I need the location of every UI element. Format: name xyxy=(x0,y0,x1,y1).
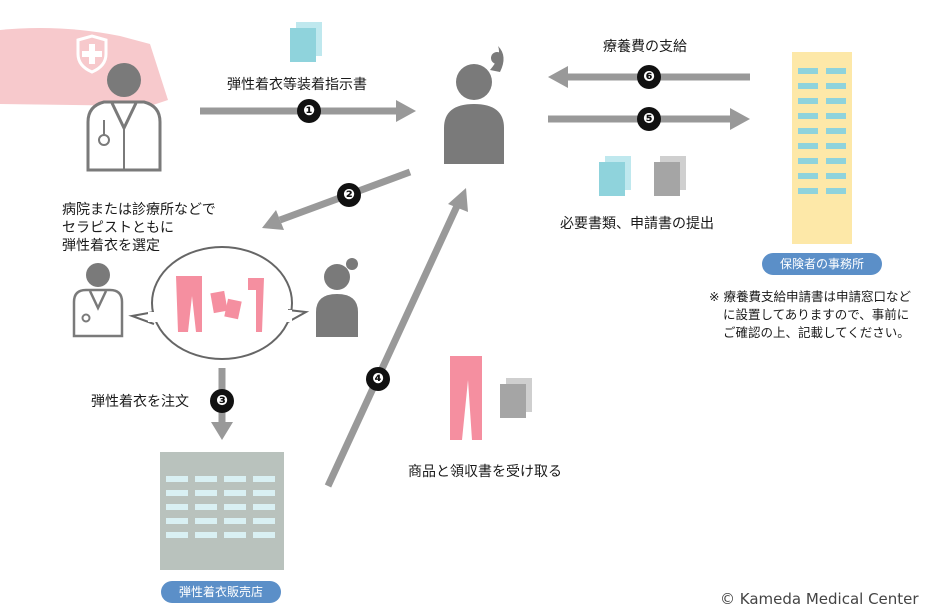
step-5-marker: ❺ xyxy=(637,107,661,131)
shop-building xyxy=(160,452,284,570)
doctor-small-icon xyxy=(72,263,124,338)
select-label-line1: 病院または診療所などで xyxy=(62,202,216,218)
receive-label: 商品と領収書を受け取る xyxy=(408,464,562,480)
document-teal-icon xyxy=(290,22,322,62)
note-line3: ご確認の上、記載してください。 xyxy=(723,325,910,340)
payment-label: 療養費の支給 xyxy=(603,39,687,55)
select-label-line2: セラピストともに xyxy=(62,220,174,236)
insurer-badge: 保険者の事務所 xyxy=(762,253,882,275)
note-line2: に設置してありますので、事前に xyxy=(723,307,910,322)
document-gray-icon xyxy=(654,156,686,196)
document-teal-icon xyxy=(599,156,631,196)
step-2-marker: ❷ xyxy=(337,183,361,207)
select-label-line3: 弾性着衣を選定 xyxy=(62,238,160,254)
insurer-building xyxy=(792,52,852,244)
arrow-4 xyxy=(324,188,468,488)
arrow-2 xyxy=(262,168,412,230)
compression-stocking-icon xyxy=(176,276,264,332)
patient-icon xyxy=(444,46,504,164)
document-gray-icon xyxy=(500,378,532,418)
doctor-icon xyxy=(86,63,162,172)
prescription-label: 弾性着衣等装着指示書 xyxy=(227,77,367,93)
submit-label: 必要書類、申請書の提出 xyxy=(560,216,714,232)
order-label: 弾性着衣を注文 xyxy=(91,394,189,410)
note-line1: ※ 療養費支給申請書は申請窓口など xyxy=(709,289,911,304)
step-6-marker: ❻ xyxy=(637,65,661,89)
hospital-banner xyxy=(0,28,168,106)
copyright-credit: © Kameda Medical Center xyxy=(720,590,919,608)
step-3-marker: ❸ xyxy=(210,389,234,413)
step-1-marker: ❶ xyxy=(297,99,321,123)
stocking-pink-icon xyxy=(450,356,482,440)
shop-badge: 弾性着衣販売店 xyxy=(161,581,281,603)
patient-small-icon xyxy=(316,258,358,337)
step-4-marker: ❹ xyxy=(366,367,390,391)
